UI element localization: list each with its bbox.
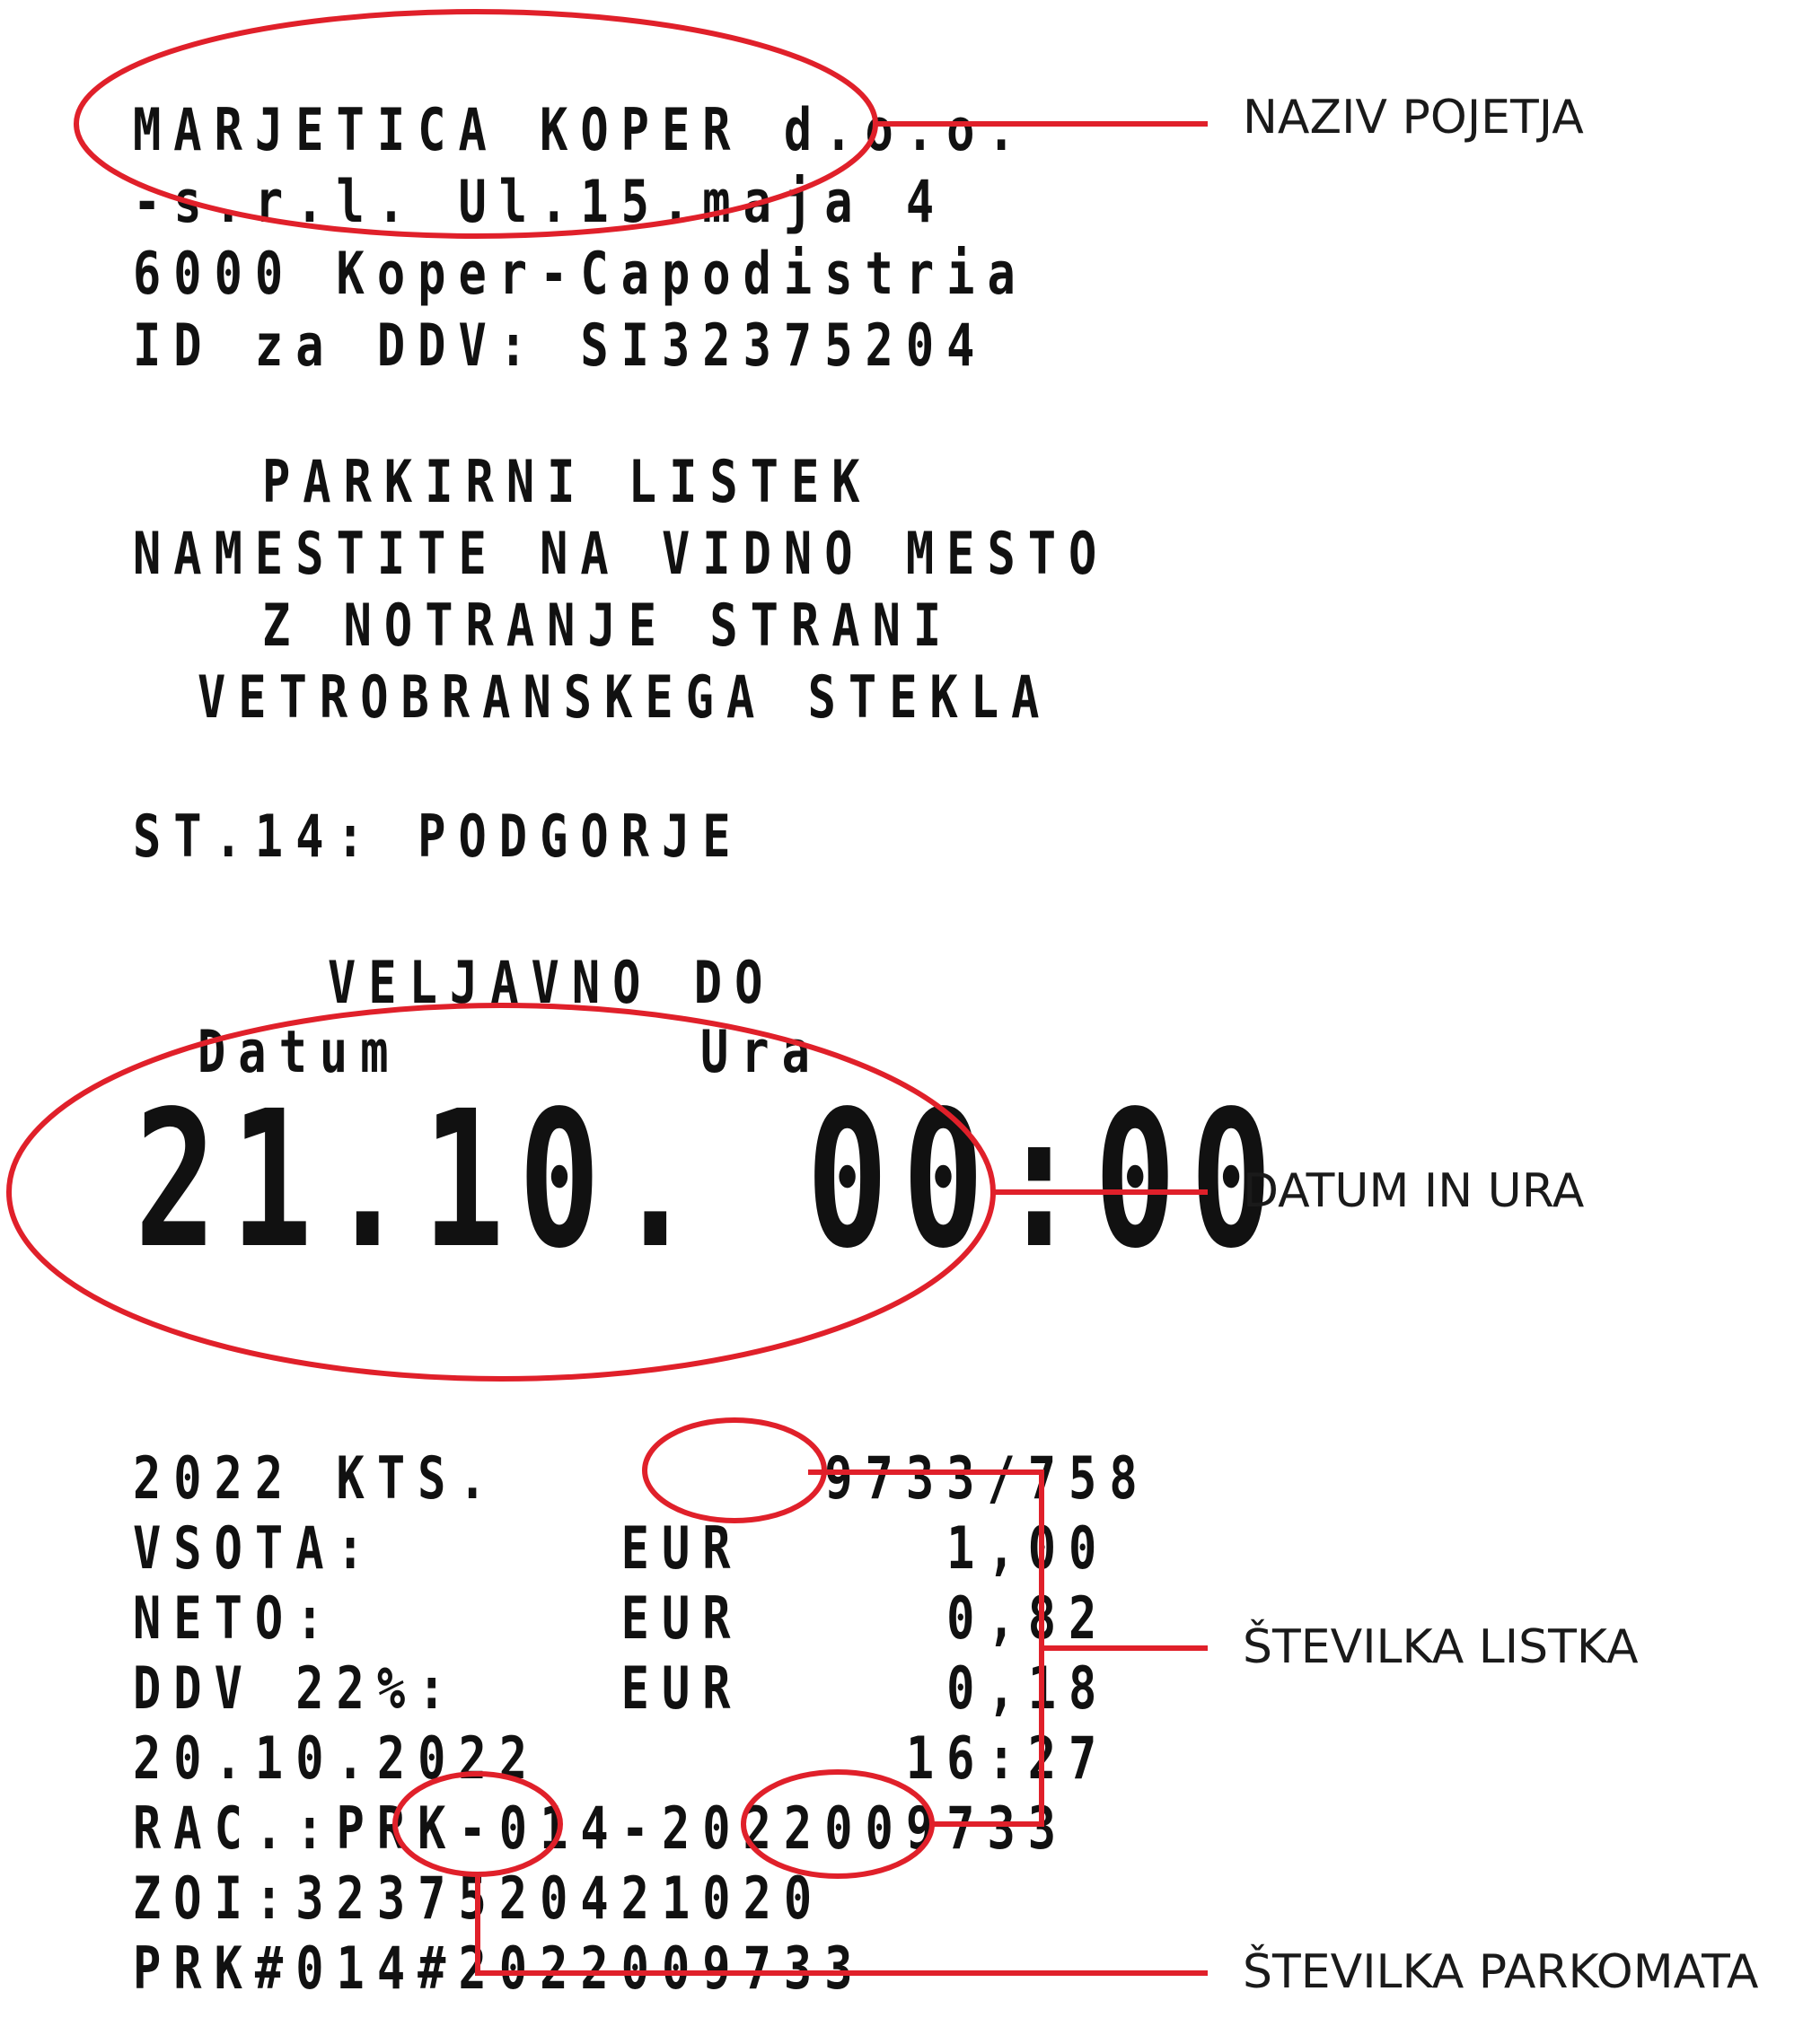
ticket-line-net: NETO: EUR 0,82	[133, 1585, 1110, 1653]
datetime-highlight-ellipse	[6, 1003, 996, 1382]
notice-line-2: Z NOTRANJE STRANI	[262, 592, 954, 660]
parking-receipt: MARJETICA KOPER d.o.o. -s.r.l. Ul.15.maj…	[133, 97, 1272, 2003]
annotation-ticket-number: ŠTEVILKA LISTKA	[1243, 1620, 1639, 1674]
ticket-line-kts: 2022 KTS. 9733/758	[133, 1445, 1150, 1513]
annotation-company-name: NAZIV POJETJA	[1243, 91, 1584, 145]
notice-line-3: VETROBRANSKEGA STEKLA	[198, 664, 1052, 732]
meter-number-ellipse	[392, 1771, 563, 1877]
annotation-meter-number: ŠTEVILKA PARKOMATA	[1243, 1945, 1759, 1999]
ticket-line-datetime: 20.10.2022 16:27	[133, 1725, 1110, 1793]
company-highlight-ellipse	[74, 9, 878, 239]
ticket-number-top-ellipse	[642, 1417, 827, 1523]
ticket-line-total: VSOTA: EUR 1,00	[133, 1515, 1110, 1583]
vat-id: ID za DDV: SI32375204	[133, 312, 988, 380]
ticket-line-code: PRK#014#2022009733	[133, 1935, 866, 2003]
meter-number-connector	[475, 1874, 1208, 1976]
ticket-title: PARKIRNI LISTEK	[262, 449, 873, 516]
ticket-number-bottom-ellipse	[741, 1769, 935, 1879]
valid-datetime: 21.10. 00:00	[135, 1070, 1287, 1290]
annotation-date-time: DATUM IN URA	[1243, 1164, 1585, 1218]
notice-line-1: NAMESTITE NA VIDNO MESTO	[133, 521, 1110, 588]
date-label: Datum	[198, 1019, 401, 1086]
station-name: ST.14: PODGORJE	[133, 803, 743, 871]
ticket-line-vat: DDV 22%: EUR 0,18	[133, 1655, 1110, 1723]
ticket-line-invoice: RAC.:PRK-014-2022009733	[133, 1795, 1069, 1863]
company-name: MARJETICA KOPER d.o.o.	[133, 97, 1028, 164]
company-city: 6000 Koper-Capodistria	[133, 241, 1028, 308]
